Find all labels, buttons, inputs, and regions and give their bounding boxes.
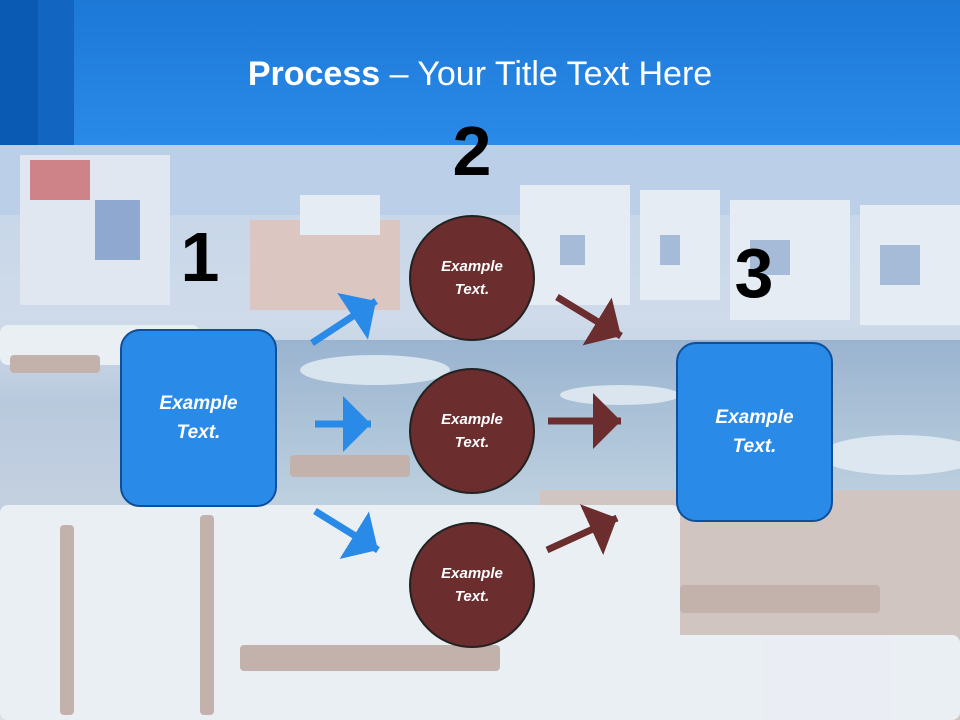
slide-header	[0, 0, 960, 145]
circle-text: Example Text.	[441, 258, 503, 298]
step-1-box: Example Text.	[120, 329, 277, 507]
arrow-2-to-3-top	[555, 294, 623, 346]
step-number-2: 2	[452, 112, 492, 190]
arrow-2-to-3-bottom	[545, 504, 619, 556]
slide-title: Process – Your Title Text Here	[0, 52, 960, 96]
step-1-text: Example Text.	[159, 393, 238, 443]
step-2-circle-middle: Example Text.	[409, 368, 535, 494]
step-2-circle-top: Example Text.	[409, 215, 535, 341]
step-number-3: 3	[734, 234, 774, 312]
arrow-1-to-2-top	[310, 292, 378, 346]
step-3-text: Example Text.	[715, 407, 794, 457]
header-accent-stripe	[0, 0, 38, 145]
step-2-circle-bottom: Example Text.	[409, 522, 535, 648]
step-number-1: 1	[180, 218, 220, 296]
circle-text: Example Text.	[441, 411, 503, 451]
arrow-1-to-2-bottom	[313, 508, 380, 560]
title-rest: – Your Title Text Here	[380, 55, 713, 93]
circle-text: Example Text.	[441, 565, 503, 605]
step-3-box: Example Text.	[676, 342, 833, 522]
header-accent-stripe	[38, 0, 74, 145]
title-bold: Process	[247, 55, 381, 93]
